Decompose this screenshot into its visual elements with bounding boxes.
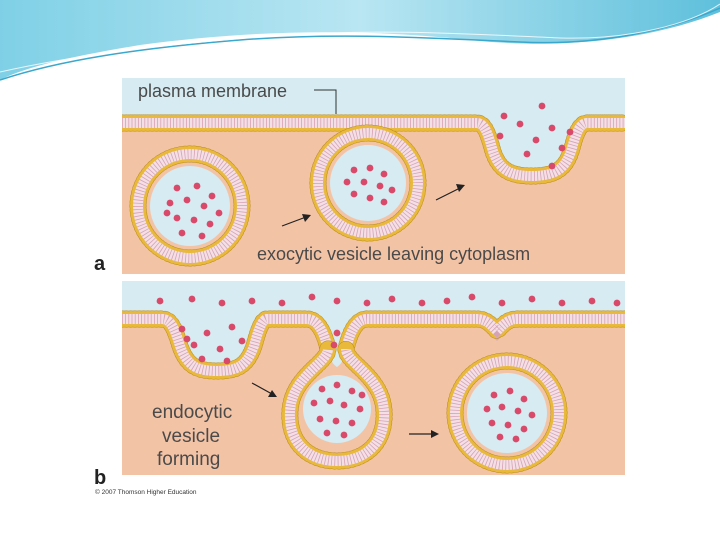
panel-a: plasma membrane exocytic vesicle leaving…: [122, 78, 625, 274]
panel-a-letter: a: [94, 253, 105, 276]
endocytosis-caption-line-3: forming: [157, 449, 220, 471]
endocytosis-caption-line-2: vesicle: [162, 426, 220, 448]
endocytic-vesicle: [455, 361, 559, 465]
exocytosis-caption: exocytic vesicle leaving cytoplasm: [257, 244, 530, 265]
endocytosis-exocytosis-figure: plasma membrane exocytic vesicle leaving…: [90, 75, 630, 500]
plasma-membrane-label: plasma membrane: [138, 81, 287, 102]
panel-b: endocytic vesicle forming: [122, 281, 625, 475]
panel-b-letter: b: [94, 467, 106, 490]
exocytic-vesicle-1: [138, 154, 242, 258]
exocytic-vesicle-2: [318, 133, 418, 233]
copyright-notice: © 2007 Thomson Higher Education: [95, 489, 197, 496]
header-wave-shape: [0, 0, 720, 80]
endocytosis-caption-line-1: endocytic: [152, 402, 232, 424]
